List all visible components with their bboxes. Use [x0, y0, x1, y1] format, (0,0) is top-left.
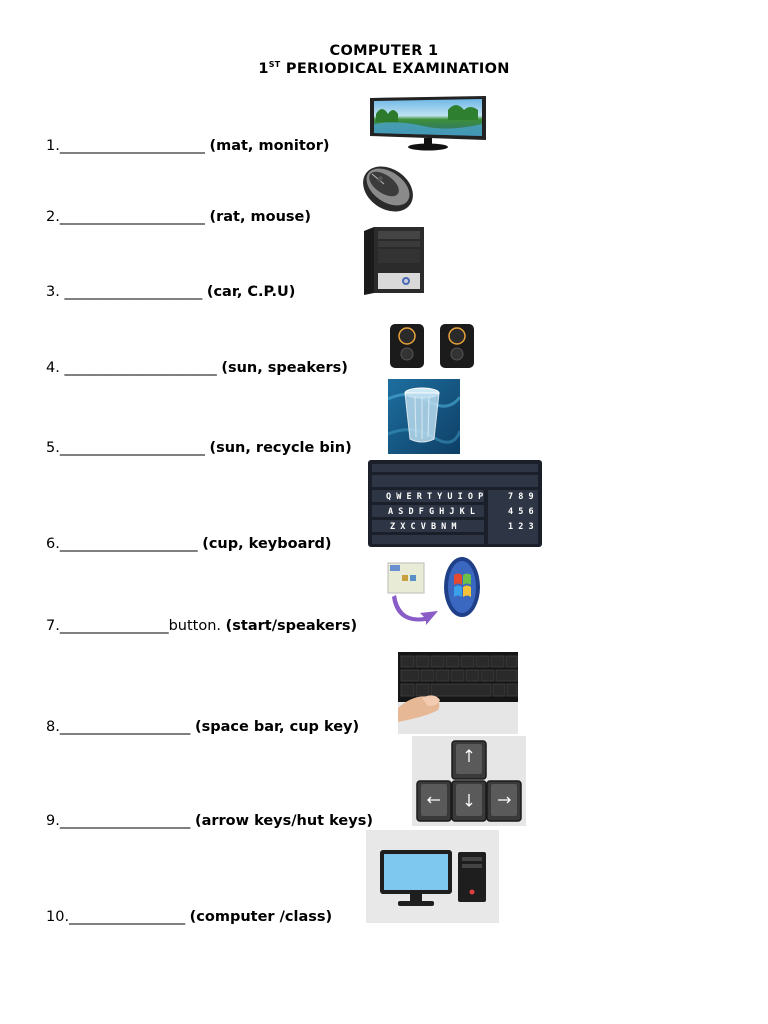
keypad-row-789: 7 8 9	[508, 492, 534, 502]
question-8: 8.__________________ (space bar, cup key…	[46, 719, 360, 735]
question-5: 5.____________________ (sun, recycle bin…	[46, 440, 352, 456]
question-6: 6.___________________ (cup, keyboard)	[46, 536, 332, 552]
question-3: 3. ___________________ (car, C.P.U)	[46, 284, 296, 300]
keyboard-image: Q W E R T Y U I O P A S D F G H J K L Z …	[368, 460, 542, 547]
speakers-image	[384, 318, 480, 374]
answer-blank[interactable]: ________________	[69, 909, 190, 925]
keypad-row-123: 1 2 3	[508, 522, 534, 532]
arrow-keys-image	[412, 736, 526, 826]
question-4: 4. _____________________ (sun, speakers)	[46, 360, 348, 376]
answer-blank[interactable]: ____________________	[59, 209, 210, 225]
computer-set-image	[366, 830, 499, 923]
question-9: 9.__________________ (arrow keys/hut key…	[46, 813, 373, 829]
question-7: 7._______________button. (start/speakers…	[46, 618, 358, 634]
monitor-image	[368, 94, 488, 152]
question-2: 2.____________________ (rat, mouse)	[46, 209, 311, 225]
question-1: 1.____________________ (mat, monitor)	[46, 138, 330, 154]
page-title: COMPUTER 1	[329, 43, 439, 59]
answer-blank[interactable]: _______________	[59, 618, 169, 634]
answer-blank[interactable]: _____________________	[59, 360, 222, 376]
space-bar-image	[398, 652, 518, 734]
answer-blank[interactable]: __________________	[59, 719, 195, 735]
answer-blank[interactable]: ____________________	[59, 440, 210, 456]
keypad-row-456: 4 5 6	[508, 507, 534, 517]
start-button-image	[386, 555, 486, 627]
keyboard-row-zxcv: Z X C V B N M	[390, 522, 457, 532]
keyboard-row-qwerty: Q W E R T Y U I O P	[386, 492, 483, 502]
recycle-bin-image	[388, 379, 460, 454]
keyboard-row-asdf: A S D F G H J K L	[388, 507, 475, 517]
answer-blank[interactable]: ___________________	[59, 284, 207, 300]
mouse-image	[354, 160, 422, 218]
answer-blank[interactable]: ____________________	[59, 138, 210, 154]
question-10: 10.________________ (computer /class)	[46, 909, 333, 925]
answer-blank[interactable]: ___________________	[59, 536, 203, 552]
page-subtitle: 1ST PERIODICAL EXAMINATION	[258, 60, 510, 77]
answer-blank[interactable]: __________________	[59, 813, 195, 829]
cpu-tower-image	[362, 225, 426, 297]
